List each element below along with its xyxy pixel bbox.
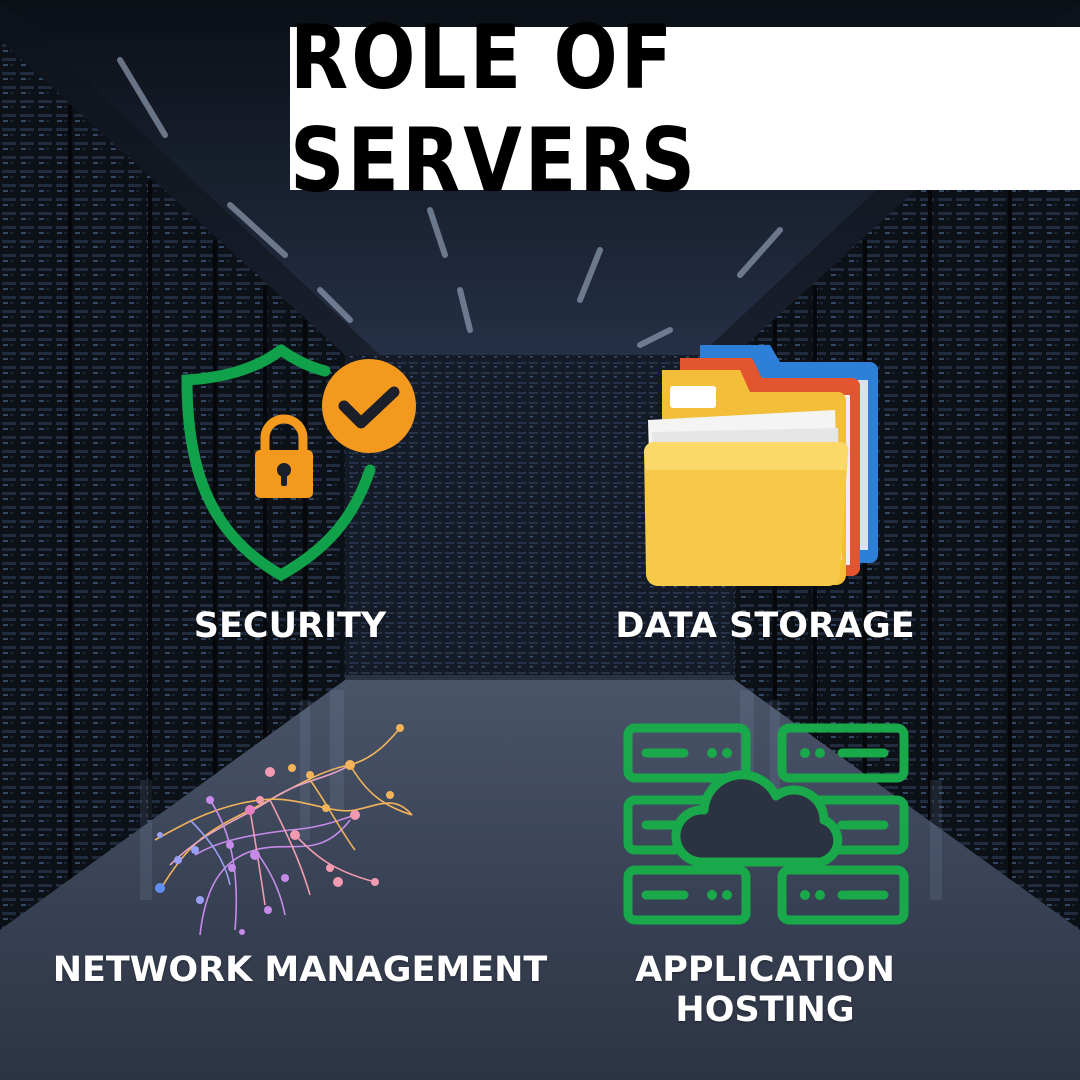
label-security: SECURITY [193,606,387,646]
checkmark-badge-icon [322,359,416,453]
padlock-icon [255,414,313,498]
label-application-line2: HOSTING [675,990,855,1030]
cloud-server-icon [623,723,909,925]
title-banner: ROLE OF SERVERS [290,6,1080,211]
folders-icon [644,345,878,587]
label-data-storage: DATA STORAGE [615,606,915,646]
network-graph-icon [154,724,413,936]
label-network-management: NETWORK MANAGEMENT [52,950,548,990]
label-application-line1: APPLICATION [635,950,895,990]
security-shield-icon [181,344,416,582]
page-title: ROLE OF SERVERS [290,5,699,212]
label-application-hosting: APPLICATION HOSTING [600,950,930,1030]
